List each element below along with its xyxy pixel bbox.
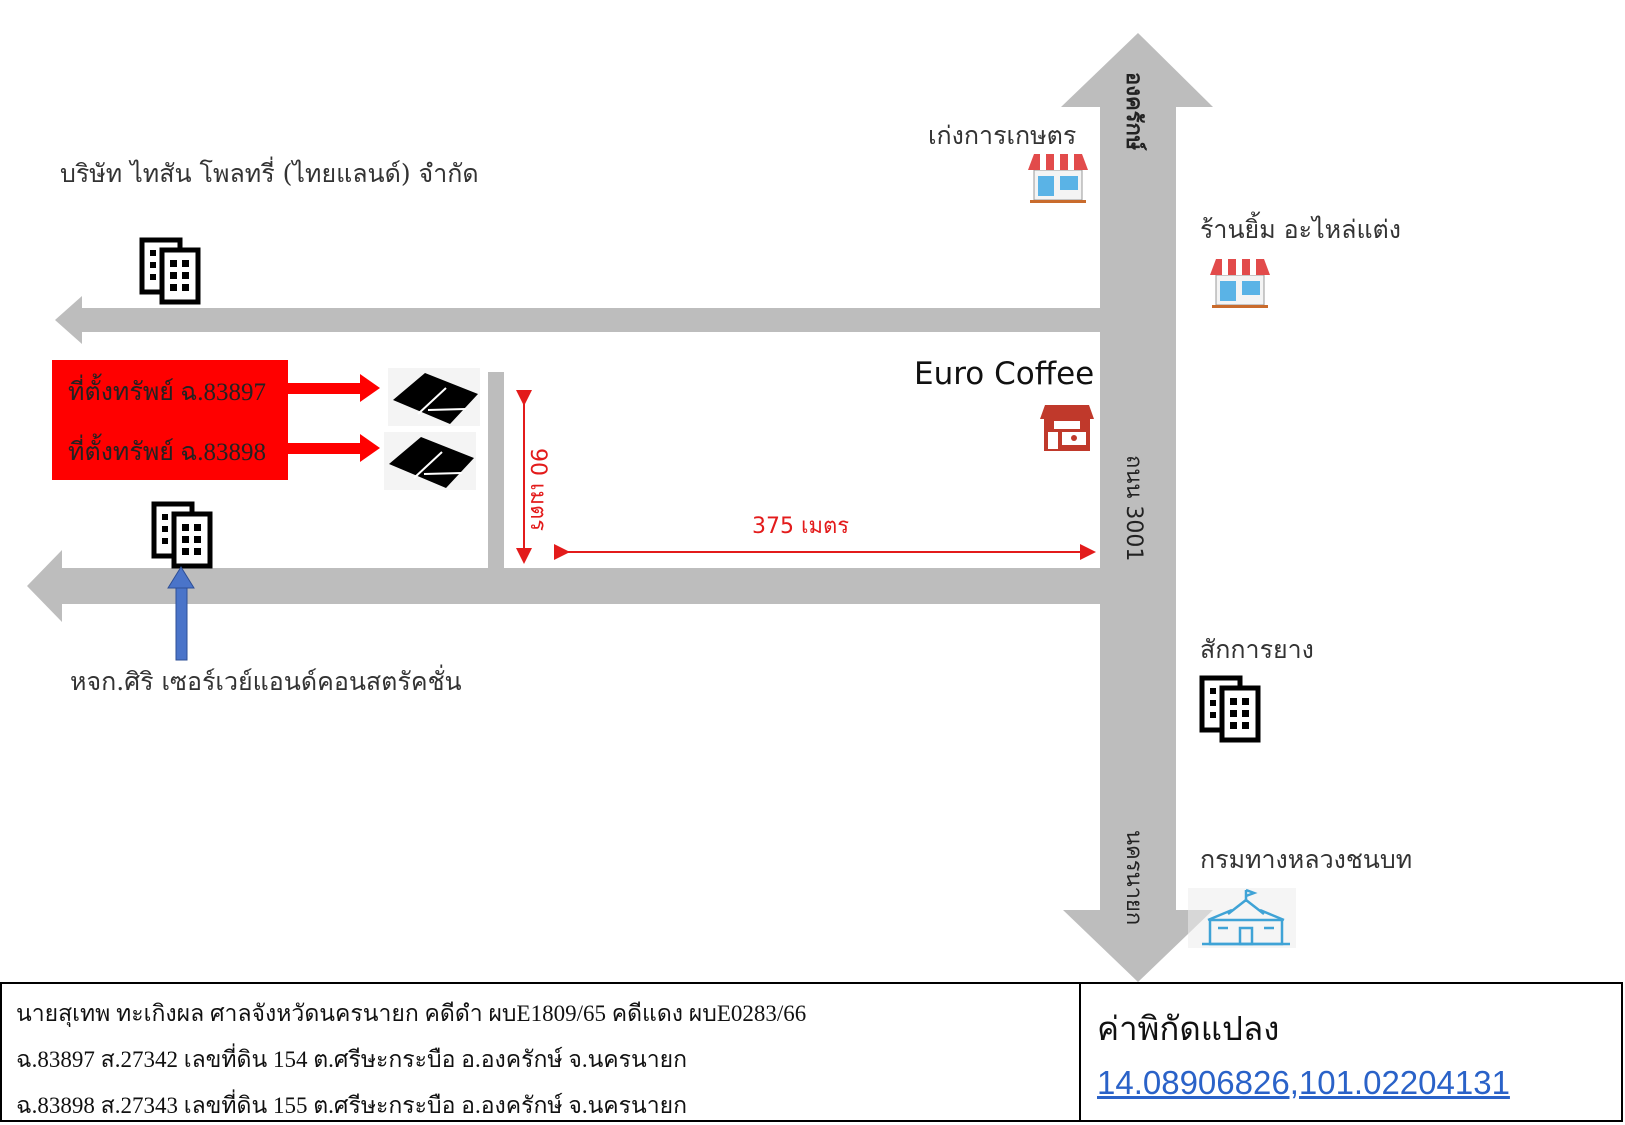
label-euro-coffee: Euro Coffee <box>914 356 1095 392</box>
south-arrowhead <box>1063 910 1213 982</box>
property-box-83897: ที่ตั้งทรัพย์ ฉ.83897 <box>52 360 288 420</box>
side-lane <box>488 372 504 568</box>
shop-icon <box>1028 154 1088 203</box>
property-label-83898: ที่ตั้งทรัพย์ ฉ.83898 <box>68 439 266 466</box>
lower-road <box>62 568 1102 604</box>
coordinates-title: ค่าพิกัดแปลง <box>1097 1009 1280 1048</box>
school-icon <box>1188 888 1296 948</box>
building-icon <box>1199 675 1261 743</box>
label-tyson: บริษัท ไทสัน โพลทรี่ (ไทยแลนด์) จำกัด <box>60 159 479 188</box>
label-kengkan: เก่งการเกษตร <box>928 121 1077 150</box>
lower-road-arrowhead <box>27 550 62 622</box>
distance-vertical-label: 90 เมตร <box>525 448 550 532</box>
coordinates-link[interactable]: 14.08906826,101.02204131 <box>1097 1064 1510 1101</box>
road-network <box>27 33 1213 982</box>
building-icon <box>151 501 213 569</box>
road-label-south: นครนายก <box>1121 830 1146 926</box>
property-box-83898: ที่ตั้งทรัพย์ ฉ.83898 <box>52 420 288 480</box>
north-arrowhead <box>1061 33 1213 107</box>
distance-markers <box>516 390 1096 564</box>
case-line-1: นายสุเทพ ทะเกิงผล ศาลจังหวัดนครนายก คดีด… <box>16 1001 807 1026</box>
upper-road-arrowhead <box>55 296 82 344</box>
shop-icon <box>1210 259 1270 308</box>
road-label-north: องครักษ์ <box>1121 72 1146 151</box>
info-table: นายสุเทพ ทะเกิงผล ศาลจังหวัดนครนายก คดีด… <box>0 982 1623 1122</box>
cafe-icon <box>1040 405 1094 451</box>
land-plot-icon <box>384 432 476 490</box>
case-line-2: ฉ.83897 ส.27342 เลขที่ดิน 154 ต.ศรีษะกระ… <box>16 1047 688 1072</box>
label-krom: กรมทางหลวงชนบท <box>1200 845 1413 874</box>
blue-pointer-arrow <box>167 566 195 661</box>
distance-horizontal-label: 375 เมตร <box>752 514 850 539</box>
upper-road <box>82 308 1102 332</box>
coordinates-cell: ค่าพิกัดแปลง 14.08906826,101.02204131 <box>1081 984 1621 1120</box>
property-pointers <box>288 374 380 462</box>
road-label-main: ถนน 3001 <box>1121 455 1146 562</box>
case-line-3: ฉ.83898 ส.27343 เลขที่ดิน 155 ต.ศรีษะกระ… <box>16 1093 688 1118</box>
case-details: นายสุเทพ ทะเกิงผล ศาลจังหวัดนครนายก คดีด… <box>2 984 1081 1120</box>
property-label-83897: ที่ตั้งทรัพย์ ฉ.83897 <box>68 379 266 406</box>
main-road <box>1100 105 1176 915</box>
land-plot-icon <box>388 368 480 426</box>
building-icon <box>139 237 201 305</box>
label-sakkarn: สักการยาง <box>1200 635 1314 664</box>
map-canvas <box>27 33 1296 982</box>
label-siri: หจก.ศิริ เซอร์เวย์แอนด์คอนสตรัคชั่น <box>70 667 462 696</box>
label-ranyim: ร้านยิ้ม อะไหล่แต่ง <box>1200 215 1402 244</box>
